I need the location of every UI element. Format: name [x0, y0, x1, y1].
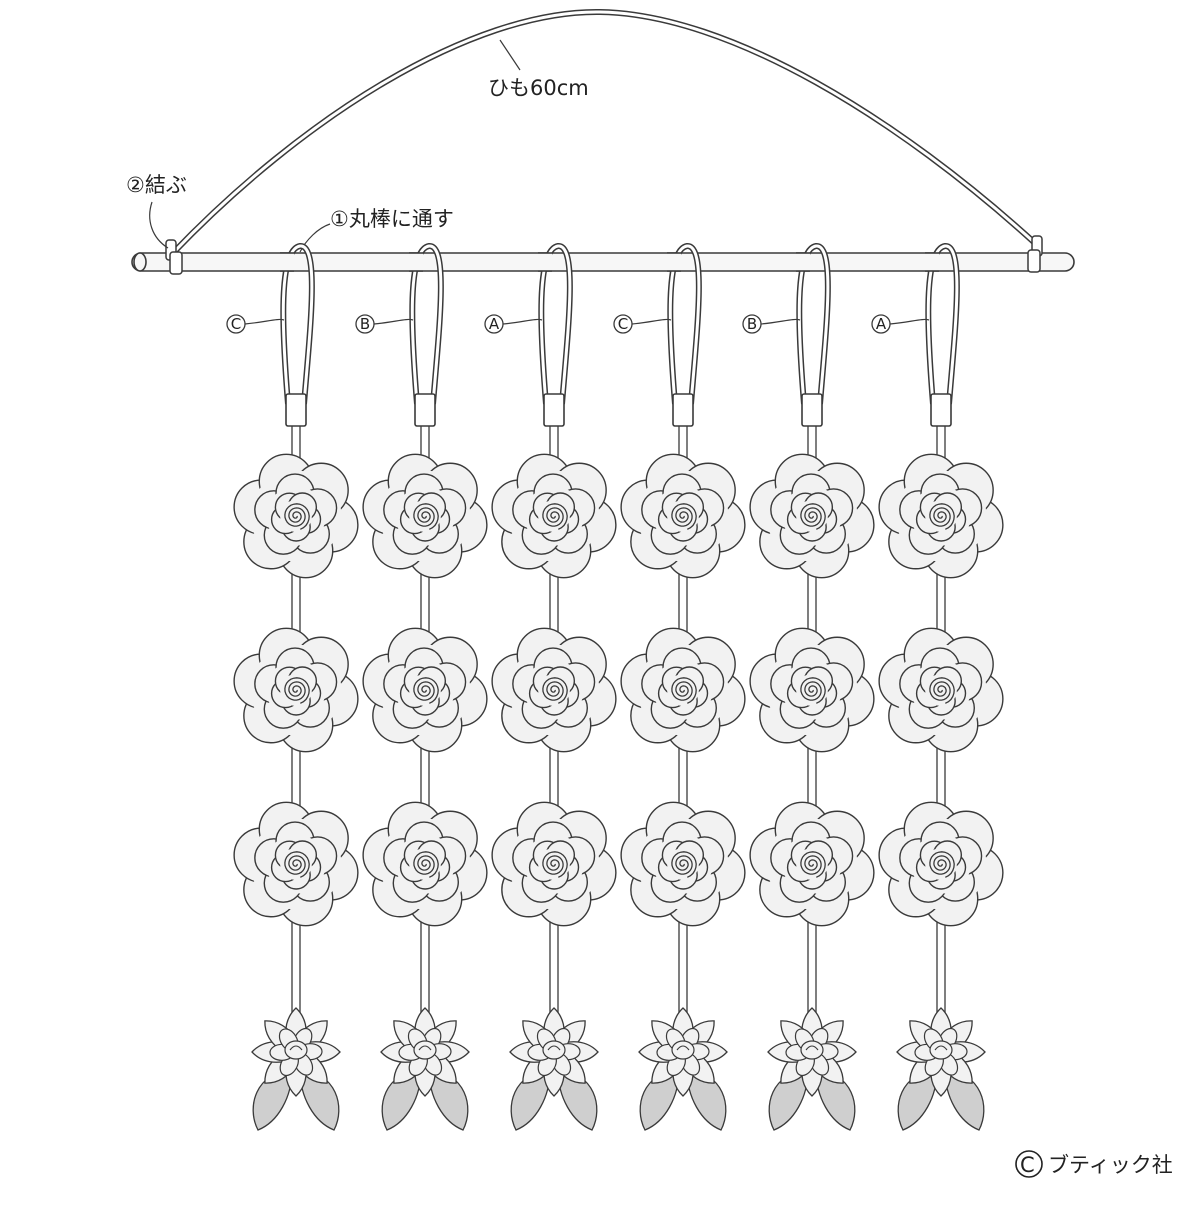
rose-flower: [878, 453, 1004, 579]
rose-flower: [749, 627, 875, 753]
small-flower-petals: [638, 1007, 728, 1097]
strand-4: C: [613, 243, 746, 1131]
rose-spiral: [929, 677, 955, 704]
strand-label-circle: [355, 314, 375, 334]
rose-flower: [362, 453, 488, 579]
copyright-mark: C: [1020, 1153, 1035, 1177]
rose-inner-petals: [270, 492, 322, 542]
rose-inner-petals: [528, 666, 580, 716]
crimp-bead: [414, 393, 436, 427]
crimp-bead: [543, 393, 565, 427]
small-flower: [767, 1007, 857, 1131]
rose-flower: [233, 801, 359, 927]
rose-flower: [620, 627, 746, 753]
strand-label-circle: [613, 314, 633, 334]
rose-inner-petals: [786, 840, 838, 890]
strand-label-circle: [484, 314, 504, 334]
rose-inner-petals: [528, 840, 580, 890]
rose-flower: [362, 801, 488, 927]
rose-spiral: [929, 851, 955, 878]
rose-flower: [749, 801, 875, 927]
strand-6: A: [871, 243, 1004, 1131]
small-flower-petals: [380, 1007, 470, 1097]
hanging-string: [169, 8, 1039, 257]
strand-label: C: [618, 315, 628, 333]
string-length-label: ひも60cm: [488, 76, 589, 100]
strand-1: C: [226, 243, 359, 1131]
rose-spiral: [671, 677, 697, 704]
crimp-bead: [672, 393, 694, 427]
rose-flower: [749, 453, 875, 579]
strand-3: A: [484, 243, 617, 1131]
rose-spiral: [800, 677, 826, 704]
rose-spiral: [671, 503, 697, 530]
rose-flower: [233, 453, 359, 579]
rose-spiral: [284, 851, 310, 878]
rose-flower: [491, 801, 617, 927]
label-leader: [244, 318, 285, 325]
crimp-bead: [285, 393, 307, 427]
rose-flower: [620, 801, 746, 927]
small-flower-petals: [896, 1007, 986, 1097]
rose-spiral: [542, 503, 568, 530]
strand-label: A: [489, 315, 500, 333]
copyright-credit: C ブティック社: [1015, 1150, 1173, 1178]
rose-spiral: [929, 503, 955, 530]
rose-spiral: [671, 851, 697, 878]
small-flower: [638, 1007, 728, 1131]
rose-spiral: [542, 677, 568, 704]
rose-spiral: [413, 677, 439, 704]
label-leader: [631, 318, 672, 325]
rose-flower: [878, 627, 1004, 753]
strand-label: B: [747, 315, 757, 333]
strand-label: B: [360, 315, 370, 333]
small-flower: [896, 1007, 986, 1131]
rose-flower: [878, 801, 1004, 927]
small-flower-petals: [251, 1007, 341, 1097]
rose-inner-petals: [399, 492, 451, 542]
rose-spiral: [800, 503, 826, 530]
rose-flower: [491, 453, 617, 579]
publisher-credit: ブティック社: [1048, 1153, 1173, 1177]
rose-inner-petals: [915, 840, 967, 890]
label-leader: [889, 318, 930, 325]
knot-right: [1027, 235, 1043, 273]
wooden-rod: [131, 252, 1075, 272]
rose-spiral: [284, 503, 310, 530]
rose-spiral: [413, 503, 439, 530]
rose-inner-petals: [528, 492, 580, 542]
small-flower: [380, 1007, 470, 1131]
small-flower: [251, 1007, 341, 1131]
strand-label-circle: [871, 314, 891, 334]
label-leader: [373, 318, 414, 325]
small-flower-petals: [767, 1007, 857, 1097]
strand-label-circle: [226, 314, 246, 334]
strand-label-circle: [742, 314, 762, 334]
strand-label: A: [876, 315, 887, 333]
small-flower: [509, 1007, 599, 1131]
thread-through-rod-label: ①丸棒に通す: [330, 207, 454, 231]
small-flower-petals: [509, 1007, 599, 1097]
rose-flower: [620, 453, 746, 579]
crimp-bead: [801, 393, 823, 427]
crimp-bead: [930, 393, 952, 427]
rose-flower: [362, 627, 488, 753]
rose-spiral: [413, 851, 439, 878]
label-leader: [502, 318, 543, 325]
rose-flower: [491, 627, 617, 753]
knot-left: [165, 239, 183, 275]
rose-spiral: [800, 851, 826, 878]
strand-5: B: [742, 243, 875, 1131]
rose-spiral: [284, 677, 310, 704]
tie-label: ②結ぶ: [126, 173, 187, 197]
rose-spiral: [542, 851, 568, 878]
strand-label: C: [231, 315, 241, 333]
strand-2: B: [355, 243, 488, 1131]
label-leader: [760, 318, 801, 325]
rose-flower: [233, 627, 359, 753]
